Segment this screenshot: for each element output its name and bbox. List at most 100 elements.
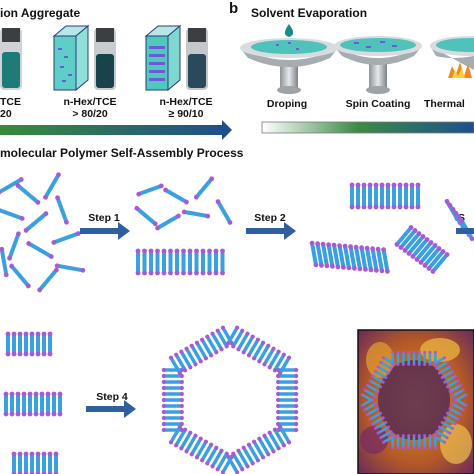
polymer-rod — [437, 365, 452, 375]
polymer-rod — [236, 331, 250, 352]
polymer-rod — [276, 415, 299, 421]
vial-photo-3 — [186, 28, 208, 90]
polymer-rod — [161, 391, 184, 397]
polymer-rod — [23, 451, 29, 474]
polymer-rod — [29, 451, 35, 474]
panel-b-letter: b — [229, 0, 239, 17]
polymer-rod — [373, 182, 379, 210]
polymer-rod — [134, 205, 158, 227]
polymer-rod — [181, 209, 211, 219]
polymer-rod — [371, 374, 385, 384]
polymer-rod — [368, 411, 383, 421]
polymer-rod — [241, 445, 255, 466]
polymer-rod — [210, 448, 224, 469]
polymer-rod — [135, 248, 141, 276]
polymer-rod — [363, 388, 377, 398]
polymer-rod — [379, 430, 393, 440]
polymer-rod — [9, 263, 31, 289]
polymer-rod — [231, 328, 245, 349]
polymer-rod — [47, 451, 53, 474]
polymer-rod — [276, 403, 299, 409]
polymer-rod — [184, 433, 198, 454]
polymer-rod — [451, 388, 465, 398]
polymer-rods-layer — [0, 172, 474, 474]
step-1-label: Step 1 — [88, 212, 120, 224]
polymer-rod — [433, 434, 437, 450]
polymer-rod — [43, 172, 61, 200]
polymer-rod — [418, 243, 438, 265]
polymer-rod — [440, 370, 455, 380]
polymer-rod — [26, 241, 54, 259]
polymer-rod — [451, 402, 465, 412]
polymer-rod — [272, 352, 286, 373]
polymer-rod — [320, 241, 330, 269]
afm-image — [357, 329, 474, 474]
polymer-rod — [54, 263, 86, 273]
polymer-rod — [276, 379, 299, 385]
polymer-rod — [251, 439, 266, 460]
vial-label-3-line1: n-Hex/TCE — [159, 96, 213, 108]
polymer-rod — [376, 365, 391, 375]
polymer-rod — [407, 350, 411, 366]
polymer-rod — [360, 393, 375, 403]
polymer-rod — [381, 434, 396, 444]
step-1-arrow — [80, 222, 130, 240]
polymer-rod — [276, 391, 299, 397]
polymer-rod — [181, 248, 186, 276]
polymer-rod — [161, 409, 184, 415]
polymer-rod — [215, 199, 233, 225]
polymer-rod — [417, 350, 421, 366]
polymer-rod — [51, 231, 81, 245]
polymer-rod — [365, 407, 380, 417]
polymer-rod — [410, 237, 430, 259]
panel-b-title: Solvent Evaporation — [251, 6, 368, 20]
polymer-rod — [407, 434, 411, 450]
polymer-rod — [445, 379, 460, 389]
polymer-rod — [53, 451, 59, 474]
polymer-rod — [21, 391, 27, 417]
polymer-rod — [251, 340, 266, 361]
box-diagram-2 — [52, 24, 90, 92]
polymer-rod — [443, 374, 457, 384]
polymer-rod — [184, 346, 198, 367]
polymer-rod — [396, 350, 400, 366]
step-2-arrow — [246, 222, 296, 240]
polymer-rod — [426, 249, 446, 271]
polymer-rod — [423, 434, 427, 450]
polymer-rod — [3, 391, 9, 417]
panel-a-title: ion Aggregate — [0, 6, 81, 20]
polymer-rod — [179, 349, 193, 370]
polymer-rod — [435, 360, 449, 370]
polymer-rod — [277, 424, 292, 445]
polymer-rod — [379, 182, 385, 210]
polymer-rod — [401, 350, 405, 366]
polymer-rod — [205, 445, 219, 466]
polymer-rod — [406, 234, 426, 256]
vial-photo-1 — [0, 28, 22, 90]
droplet-icon — [284, 24, 294, 37]
polymer-rod — [277, 355, 292, 376]
polymer-rod — [51, 391, 57, 417]
polymer-rod — [174, 248, 180, 276]
polymer-rod — [241, 334, 255, 355]
polymer-rod — [415, 182, 421, 210]
polymer-rod — [267, 430, 281, 451]
polymer-rod — [17, 331, 23, 357]
polymer-rod — [401, 434, 405, 450]
polymer-rod — [246, 337, 260, 358]
polymer-rod — [373, 370, 388, 380]
polymer-rod — [155, 213, 181, 231]
afm-overlay-rods — [360, 350, 468, 450]
polymer-rod — [428, 434, 432, 450]
polymer-rod — [0, 177, 24, 195]
vial-label-3: n-Hex/TCE ≥ 90/10 — [144, 96, 228, 120]
polymer-rod — [414, 240, 434, 262]
polymer-rod — [23, 211, 49, 233]
polymer-rod — [187, 248, 193, 276]
polymer-rod — [363, 402, 377, 412]
polymer-rod — [348, 244, 357, 271]
polymer-rod — [136, 183, 164, 197]
polymer-rod — [220, 454, 235, 474]
polymer-rod — [262, 433, 276, 454]
polymer-rod — [448, 383, 463, 393]
